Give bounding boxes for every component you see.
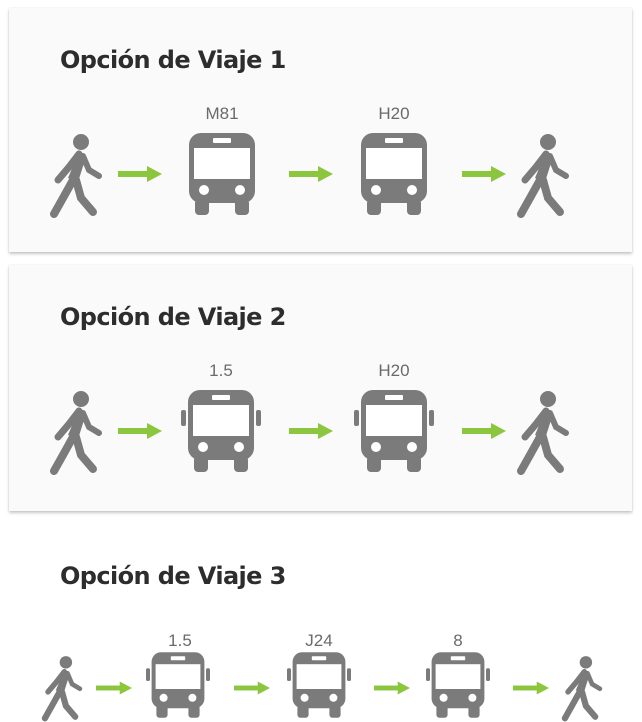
arrow-right-icon	[289, 166, 333, 182]
trip-option-title: Opción de Viaje 1	[60, 46, 286, 74]
arrow-right-icon	[96, 681, 132, 695]
route-label: 1.5	[168, 631, 192, 650]
bus-icon	[354, 390, 434, 472]
trip-option-card-1[interactable]: Opción de Viaje 1 M81	[9, 8, 632, 252]
walking-person-icon	[49, 132, 103, 218]
trip-option-card-2[interactable]: Opción de Viaje 2 1.5	[9, 265, 632, 511]
arrow-right-icon	[289, 423, 333, 439]
walking-person-icon	[49, 389, 103, 475]
walking-person-icon	[516, 132, 570, 218]
walking-person-icon	[561, 654, 603, 722]
bus-icon	[361, 133, 427, 215]
trip-option-card-3[interactable]: Opción de Viaje 3 1.5	[9, 524, 632, 722]
route-label: H20	[378, 104, 410, 123]
arrow-right-icon	[462, 423, 506, 439]
route-label: 1.5	[209, 361, 233, 380]
walking-person-icon	[516, 389, 570, 475]
arrow-right-icon	[234, 681, 270, 695]
bus-icon	[287, 652, 351, 718]
bus-icon	[189, 133, 255, 215]
bus-icon	[426, 652, 490, 718]
bus-icon	[146, 652, 210, 718]
arrow-right-icon	[513, 681, 549, 695]
walking-person-icon	[41, 654, 83, 722]
arrow-right-icon	[118, 423, 162, 439]
route-label: M81	[205, 104, 239, 123]
trip-option-title: Opción de Viaje 3	[60, 562, 286, 590]
arrow-right-icon	[118, 166, 162, 182]
route-label: 8	[453, 631, 463, 650]
route-label: H20	[378, 361, 410, 380]
arrow-right-icon	[462, 166, 506, 182]
trip-option-title: Opción de Viaje 2	[60, 303, 286, 331]
bus-icon	[181, 390, 261, 472]
route-label: J24	[305, 631, 333, 650]
arrow-right-icon	[374, 681, 410, 695]
